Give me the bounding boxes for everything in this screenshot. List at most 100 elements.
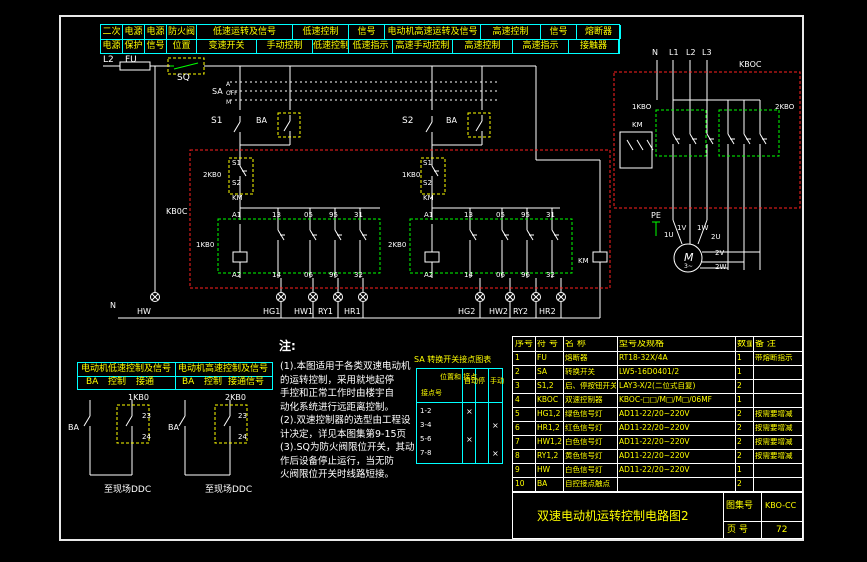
table-cell: 黄色信号灯 — [565, 452, 603, 460]
table-cell: 序号 — [515, 340, 534, 349]
table-cell: LW5-16D0401/2 — [619, 368, 680, 376]
lkbo-box — [655, 109, 707, 157]
table-gridline — [513, 379, 802, 380]
contact-blade — [233, 121, 241, 133]
c1-13: 13 — [272, 211, 281, 219]
label-sq: SQ — [177, 73, 190, 83]
table-cell: 名 称 — [565, 340, 586, 349]
bl-ba-right: BA — [168, 423, 179, 432]
pw-l1: L1 — [669, 48, 679, 57]
c2-a2: A2 — [424, 271, 434, 279]
table-cell: 10 — [515, 480, 525, 488]
table-cell: 4 — [515, 396, 520, 404]
table-cell: 备 注 — [755, 340, 776, 349]
header-r2-cell: 手动控制 — [257, 39, 313, 54]
note-line: (2).双速控制器的选型由工程设 — [280, 415, 411, 426]
relay-coil — [232, 251, 248, 263]
title-text: 双速电动机运转控制电路图2 — [537, 509, 689, 523]
sa-col-pos: 位置和 接点 — [440, 373, 478, 381]
c2-a1: A1 — [424, 211, 434, 219]
bl-24b: 24 — [238, 433, 247, 441]
bl-sig2: 接通信号 — [228, 377, 265, 387]
header-r1-cell: 熔断器 — [577, 25, 621, 39]
contact-blade — [283, 120, 291, 132]
label-s2: S2 — [402, 116, 414, 126]
table-cell: S1,2 — [537, 382, 554, 390]
table-cell: 2 — [515, 368, 520, 376]
table-cell: 白色信号灯 — [565, 466, 603, 474]
label-n: N — [110, 301, 116, 310]
header-r1-cell: 电源 — [123, 25, 145, 39]
motor-phase: 3~ — [684, 263, 693, 270]
header-r1-cell: 低速运转及信号 — [197, 25, 293, 39]
lamp-cross — [359, 293, 367, 301]
indicator-lamp — [333, 292, 343, 302]
sa-row-contacts: 1-2 — [420, 407, 432, 415]
header-r2-cell: 变速开关 — [197, 39, 257, 54]
lamp-cross — [309, 293, 317, 301]
sa-row-label: 接点号 — [421, 389, 442, 397]
contact-symbols — [83, 61, 767, 432]
table-cell: AD11-22/20~220V — [619, 452, 690, 460]
lamp-label: HW1 — [294, 307, 314, 316]
bottom-left-box: 电动机低速控制及信号 电动机高速控制及信号 BA 控制 接通 BA 控制 接通信… — [77, 362, 273, 390]
label-fu: FU — [125, 55, 137, 65]
indicator-lamp — [556, 292, 566, 302]
table-cell: 2 — [737, 410, 742, 418]
label-ba-1: BA — [256, 116, 267, 125]
table-cell: FU — [537, 354, 547, 362]
pw-1u: 1U — [664, 231, 674, 239]
ba-box-2 — [467, 112, 491, 138]
bl-head2: 电动机高速控制及信号 — [178, 364, 269, 374]
notes-title: 注: — [279, 339, 296, 353]
label-sa-a: A — [226, 81, 231, 88]
header-r2-cell: 位置 — [167, 39, 197, 54]
sa-row-contacts: 7-8 — [420, 449, 432, 457]
pw-l3: L3 — [702, 48, 712, 57]
lamp-cross — [532, 293, 540, 301]
table-gridline — [513, 435, 802, 436]
c2-32: 32 — [546, 271, 555, 279]
header-r1-cell: 低速控制 — [293, 25, 349, 39]
label-hw: HW — [137, 307, 151, 316]
sa-row-mark: × — [492, 449, 499, 458]
sa-table: SA 转换开关接点图表 位置和 接点 接点号 自动 停 手动 1-2×3-4×5… — [414, 356, 504, 464]
c2-95: 95 — [521, 211, 530, 219]
header-row-1 — [101, 25, 619, 40]
table-cell: 按需要增减 — [755, 410, 793, 418]
note-line: 计决定，详见本图集第9-15页 — [280, 428, 407, 440]
c1-label-2kb0: 2KB0 — [203, 171, 222, 179]
label-l2: L2 — [103, 55, 114, 65]
lamp-cross — [506, 293, 514, 301]
sq-box — [167, 57, 205, 75]
table-cell: 2 — [737, 438, 742, 446]
table-cell: SA — [537, 368, 548, 376]
c1-label-s2: S2 — [232, 179, 241, 187]
indicator-lamp — [308, 292, 318, 302]
table-cell: AD11-22/20~220V — [619, 438, 690, 446]
header-r2-cell: 高速指示 — [513, 39, 569, 54]
table-gridline — [513, 407, 802, 408]
drawing-frame — [59, 15, 804, 541]
km-coil — [592, 251, 608, 263]
c1-a1: A1 — [232, 211, 242, 219]
title-fig-label: 图集号 — [726, 501, 754, 511]
sa-col-m: 手动 — [490, 377, 504, 385]
table-gridline — [513, 365, 802, 366]
bl-ctrl: 控制 — [108, 377, 127, 387]
contact-blade — [223, 415, 231, 427]
lamp-label: HR2 — [539, 307, 556, 316]
c2-label-s2: S2 — [423, 179, 432, 187]
pw-km: KM — [632, 121, 643, 129]
km-blade — [646, 139, 654, 151]
pw-kboc: KBOC — [739, 60, 762, 69]
table-cell: 6 — [515, 424, 520, 432]
table-cell: BA — [537, 480, 548, 488]
title-block: 双速电动机运转控制电路图2 图集号 KBO-CC 页 号 72 — [512, 492, 803, 539]
motor-label: M — [684, 251, 694, 264]
indicator-lamp — [150, 292, 160, 302]
table-cell: HW1,2 — [537, 438, 562, 446]
table-cell: 2 — [737, 424, 742, 432]
